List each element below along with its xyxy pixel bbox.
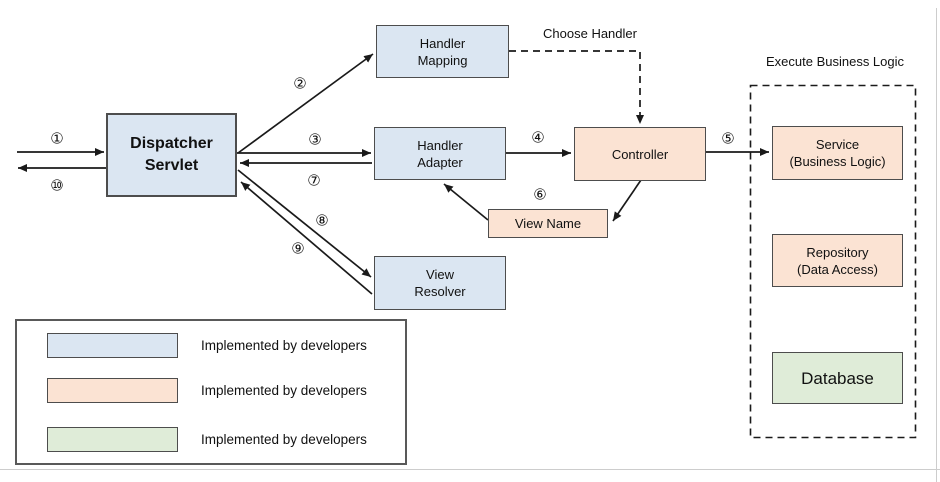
node-label: Repository: [806, 244, 869, 260]
choose-handler-dashed-connector: [509, 50, 644, 124]
node-label: Mapping: [417, 52, 468, 68]
legend-box: Implemented by developers Implemented by…: [15, 319, 407, 465]
step-9-badge: ⑨: [290, 239, 306, 258]
node-label: (Business Logic): [789, 154, 886, 169]
business-logic-dashed-container: [749, 84, 917, 439]
node-label: Handler: [419, 35, 466, 51]
legend-label: Implemented by developers: [201, 432, 367, 447]
node-database: Database: [772, 352, 903, 404]
node-dispatcher-servlet: Dispatcher Servlet: [106, 113, 237, 197]
node-label: Service: [815, 137, 860, 152]
node-label: Dispatcher: [130, 135, 213, 152]
node-label: View: [426, 267, 454, 282]
node-view-name: View Name: [488, 209, 608, 238]
node-controller: Controller: [574, 127, 706, 181]
arrow-step-2-to-handler-mapping: [237, 53, 374, 154]
arrow-step-9-resolver-to-dispatcher: [240, 181, 373, 295]
step-4-badge: ④: [530, 128, 546, 147]
step-8-badge: ⑧: [314, 211, 330, 230]
page-bottom-edge: [0, 469, 940, 470]
legend-swatch-green: [47, 427, 178, 452]
step-10-badge: ⑩: [49, 176, 65, 195]
legend-swatch-blue: [47, 333, 178, 358]
node-handler-adapter: Handler Adapter: [374, 127, 506, 180]
step-2-badge: ②: [292, 74, 308, 93]
step-6-badge: ⑥: [532, 185, 548, 204]
legend-label: Implemented by developers: [201, 383, 367, 398]
node-handler-mapping: Handler Mapping: [376, 25, 509, 78]
step-3-badge: ③: [307, 130, 323, 149]
node-label: Resolver: [414, 284, 466, 299]
node-label: Controller: [611, 146, 669, 162]
node-label: Handler: [417, 137, 463, 153]
step-7-badge: ⑦: [306, 171, 322, 190]
arrow-view-name-to-adapter: [443, 183, 489, 221]
arrow-controller-to-view-name: [612, 179, 642, 222]
node-label: Servlet: [144, 157, 199, 174]
execute-business-logic-label: Execute Business Logic: [765, 54, 905, 69]
node-label: Adapter: [417, 154, 463, 170]
page-right-edge: [936, 8, 937, 482]
node-view-resolver: View Resolver: [374, 256, 506, 310]
node-service: Service (Business Logic): [772, 126, 903, 180]
node-label: View Name: [514, 216, 582, 231]
legend-label: Implemented by developers: [201, 338, 367, 353]
arrow-step-8-to-view-resolver: [237, 169, 372, 278]
step-5-badge: ⑤: [720, 129, 736, 148]
node-label: (Data Access): [797, 261, 878, 277]
choose-handler-label: Choose Handler: [543, 26, 637, 41]
step-1-badge: ①: [49, 129, 65, 148]
legend-swatch-peach: [47, 378, 178, 403]
node-label: Database: [801, 368, 874, 388]
node-repository: Repository (Data Access): [772, 234, 903, 287]
